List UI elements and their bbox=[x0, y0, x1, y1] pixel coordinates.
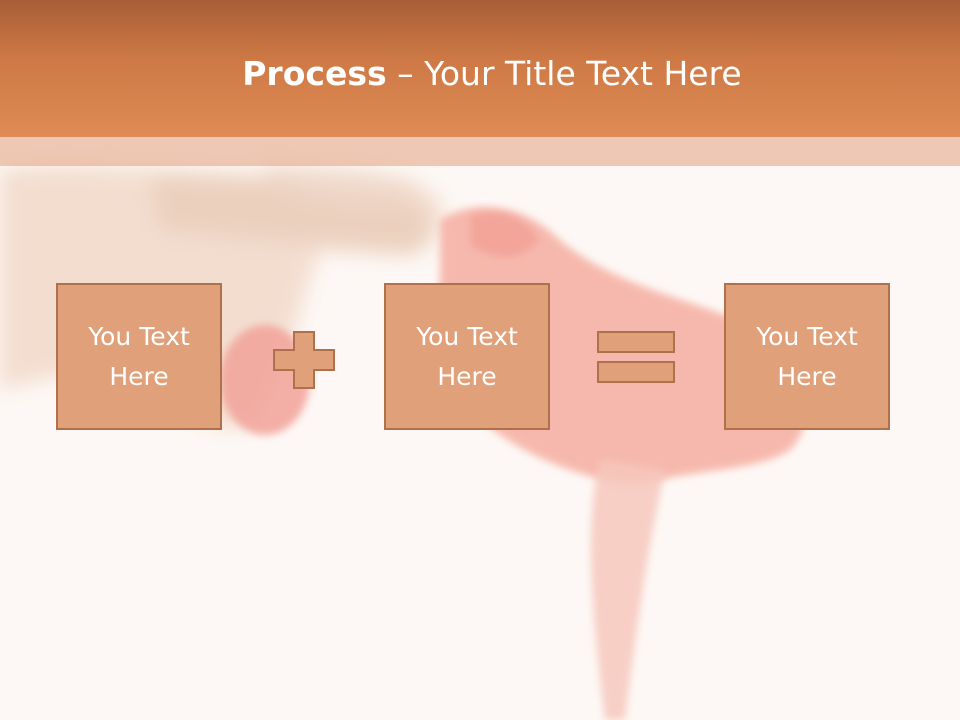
slide-title-bold: Process bbox=[242, 54, 387, 93]
process-box-3[interactable]: You Text Here bbox=[724, 283, 890, 430]
process-box-1[interactable]: You Text Here bbox=[56, 283, 222, 430]
process-box-2-label: You Text Here bbox=[416, 321, 518, 391]
header-accent-band bbox=[0, 137, 960, 166]
title-bar bbox=[0, 0, 960, 137]
process-box-3-label: You Text Here bbox=[756, 321, 858, 391]
process-box-2[interactable]: You Text Here bbox=[384, 283, 550, 430]
plus-icon bbox=[273, 331, 335, 389]
process-box-1-label: You Text Here bbox=[88, 321, 190, 391]
slide-title: Process – Your Title Text Here bbox=[0, 52, 960, 96]
slide-title-text: – Your Title Text Here bbox=[386, 54, 742, 93]
equals-icon bbox=[597, 331, 675, 383]
